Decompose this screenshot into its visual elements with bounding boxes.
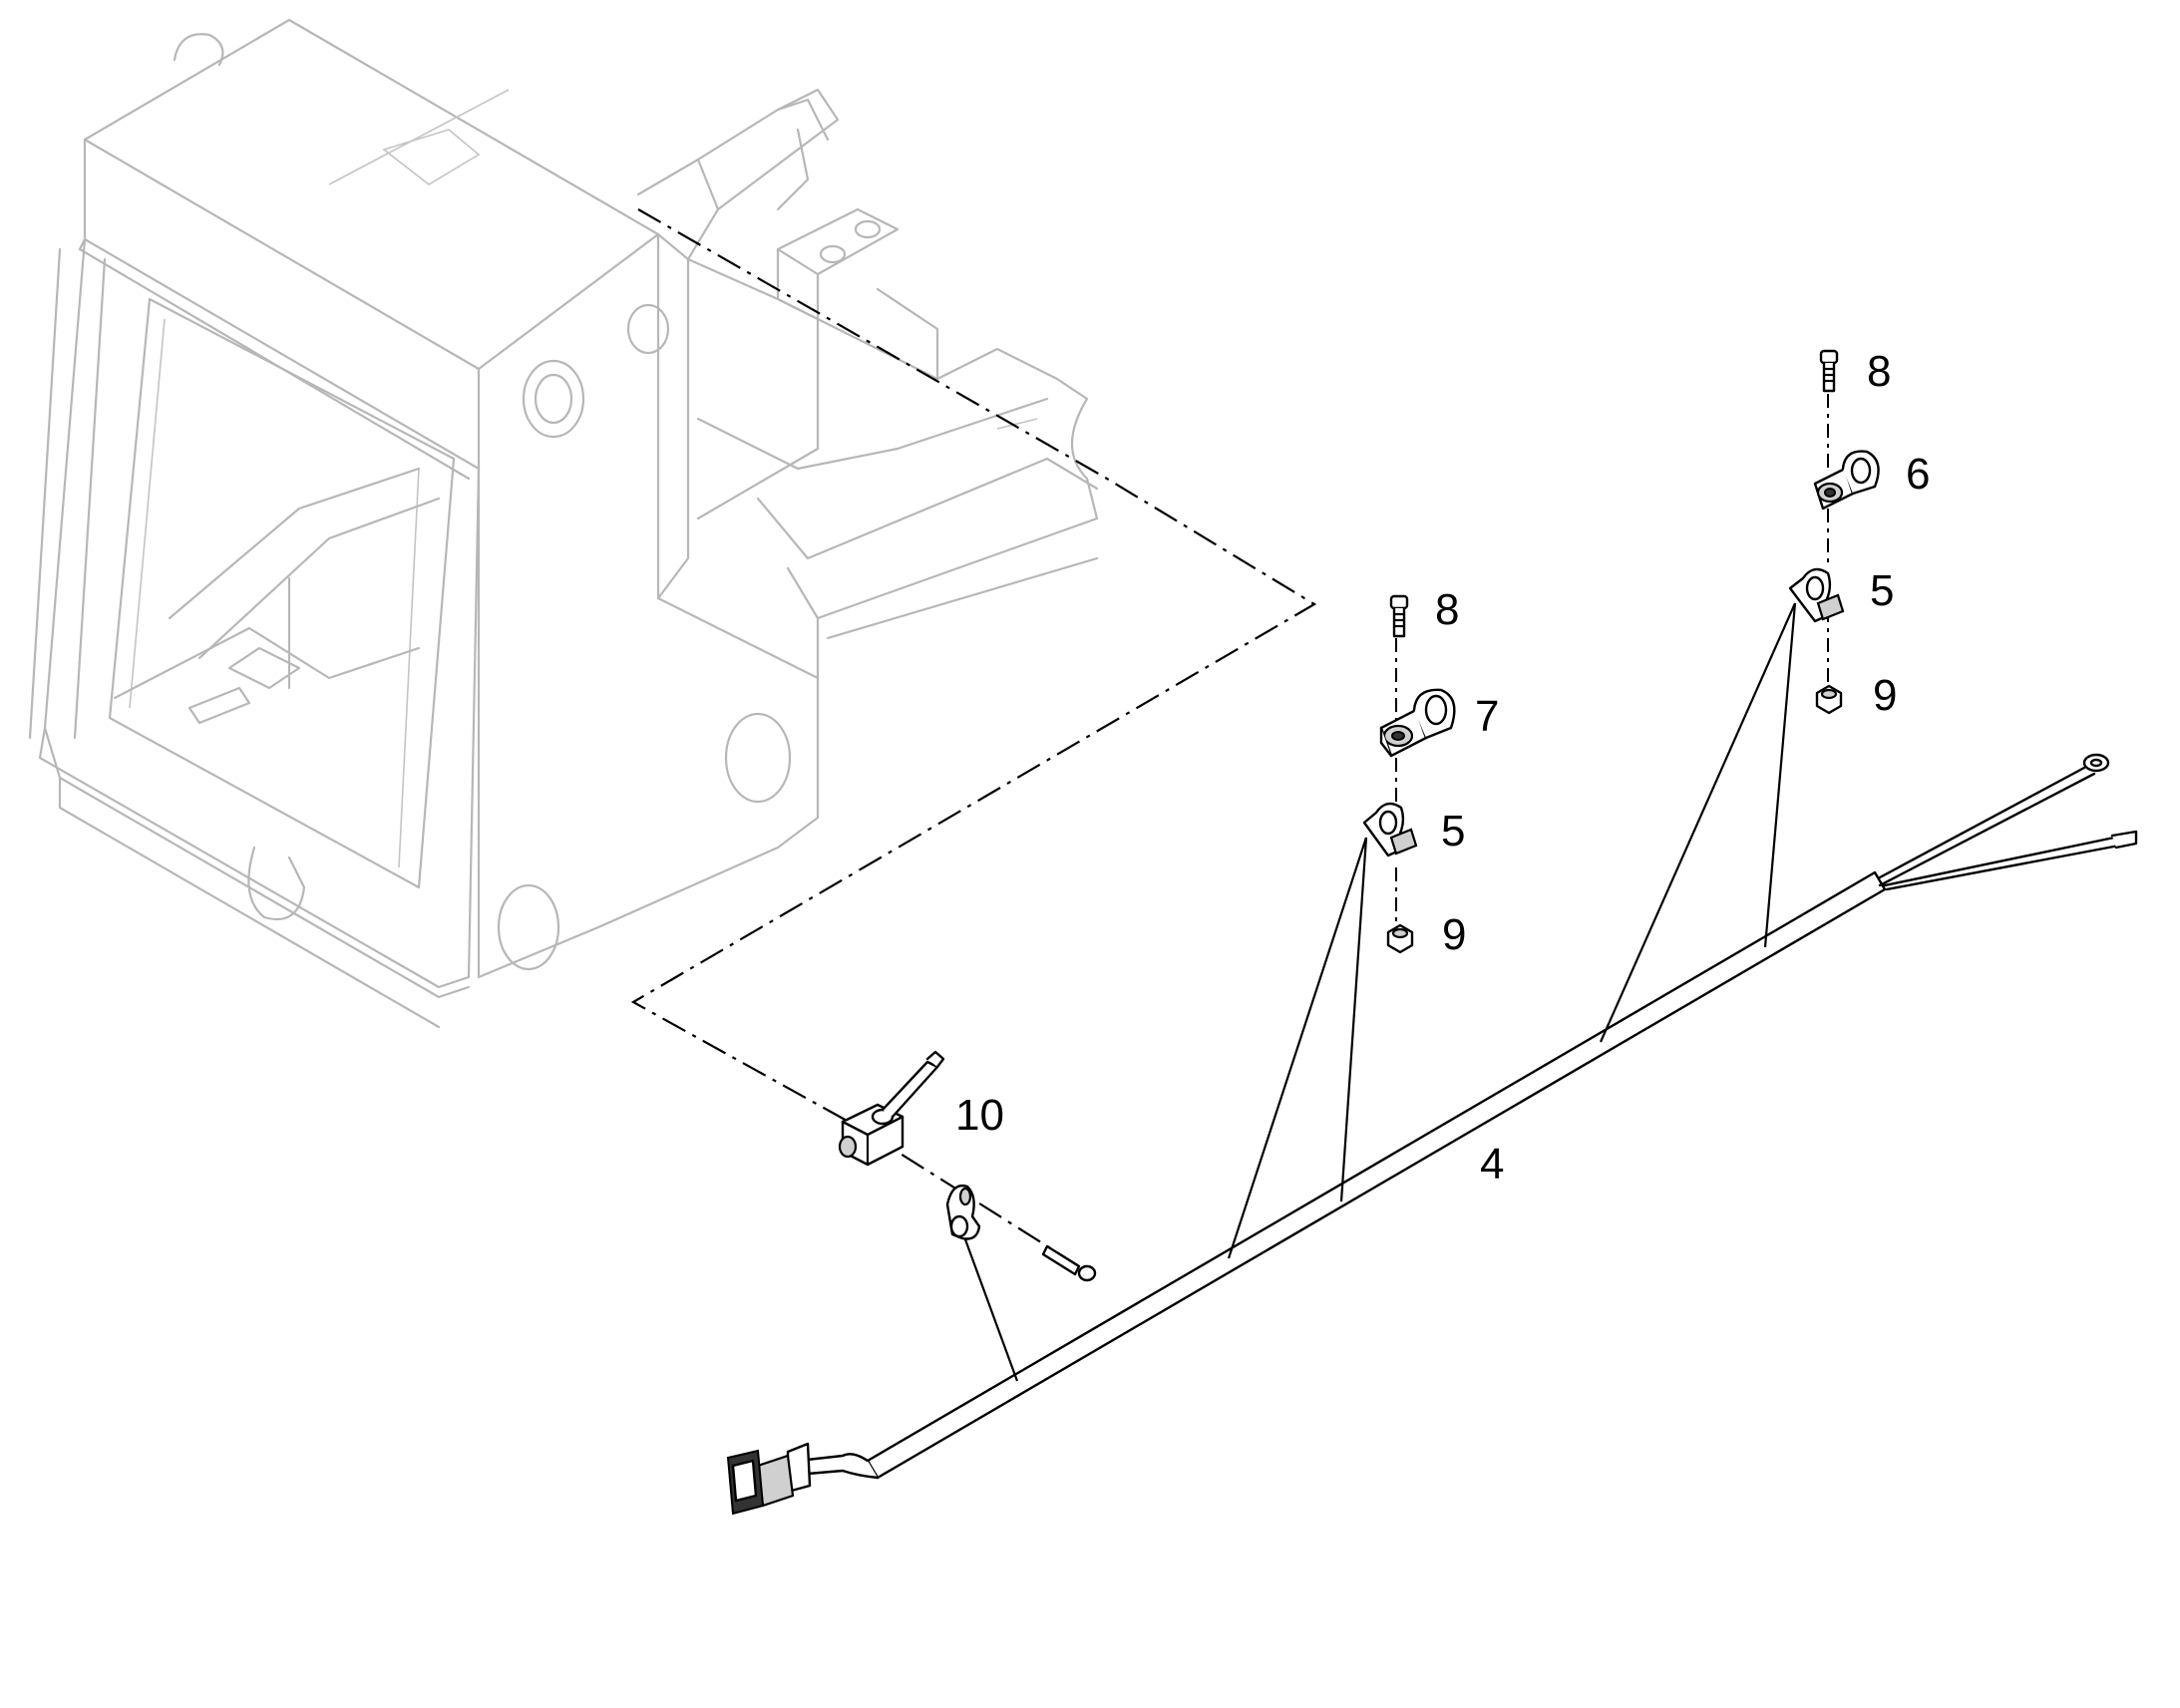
callout-8: 8 [1867, 347, 1891, 396]
machine-frame [28, 18, 1099, 1029]
callout-4: 4 [1480, 1140, 1504, 1189]
clamp-icon [1788, 567, 1845, 623]
screw-icon [1819, 349, 1839, 393]
clamp-icon [1813, 450, 1880, 511]
nut-icon [1815, 684, 1843, 715]
callout-5: 5 [1870, 566, 1894, 615]
callout-8: 8 [1435, 585, 1459, 634]
callout-7: 7 [1475, 692, 1499, 741]
assembly-reference-lines [630, 208, 1829, 1272]
callout-5: 5 [1441, 807, 1465, 855]
clamp-icon [1362, 802, 1418, 857]
clamp-icon [1379, 688, 1456, 758]
callout-9: 9 [1873, 671, 1897, 720]
nut-icon [1386, 923, 1414, 954]
sensor-switch-icon [838, 1050, 945, 1167]
callout-labels: 4 5 5 6 7 8 8 9 9 10 [955, 347, 1930, 1189]
wiring-harness [726, 753, 2138, 1516]
callout-10: 10 [955, 1091, 1004, 1140]
leader-lines [960, 602, 1797, 1382]
callout-6: 6 [1906, 450, 1930, 499]
clamp-icon [945, 1184, 981, 1240]
screw-icon [1389, 594, 1409, 638]
callout-9: 9 [1442, 910, 1466, 959]
bolt-icon [1041, 1244, 1097, 1282]
